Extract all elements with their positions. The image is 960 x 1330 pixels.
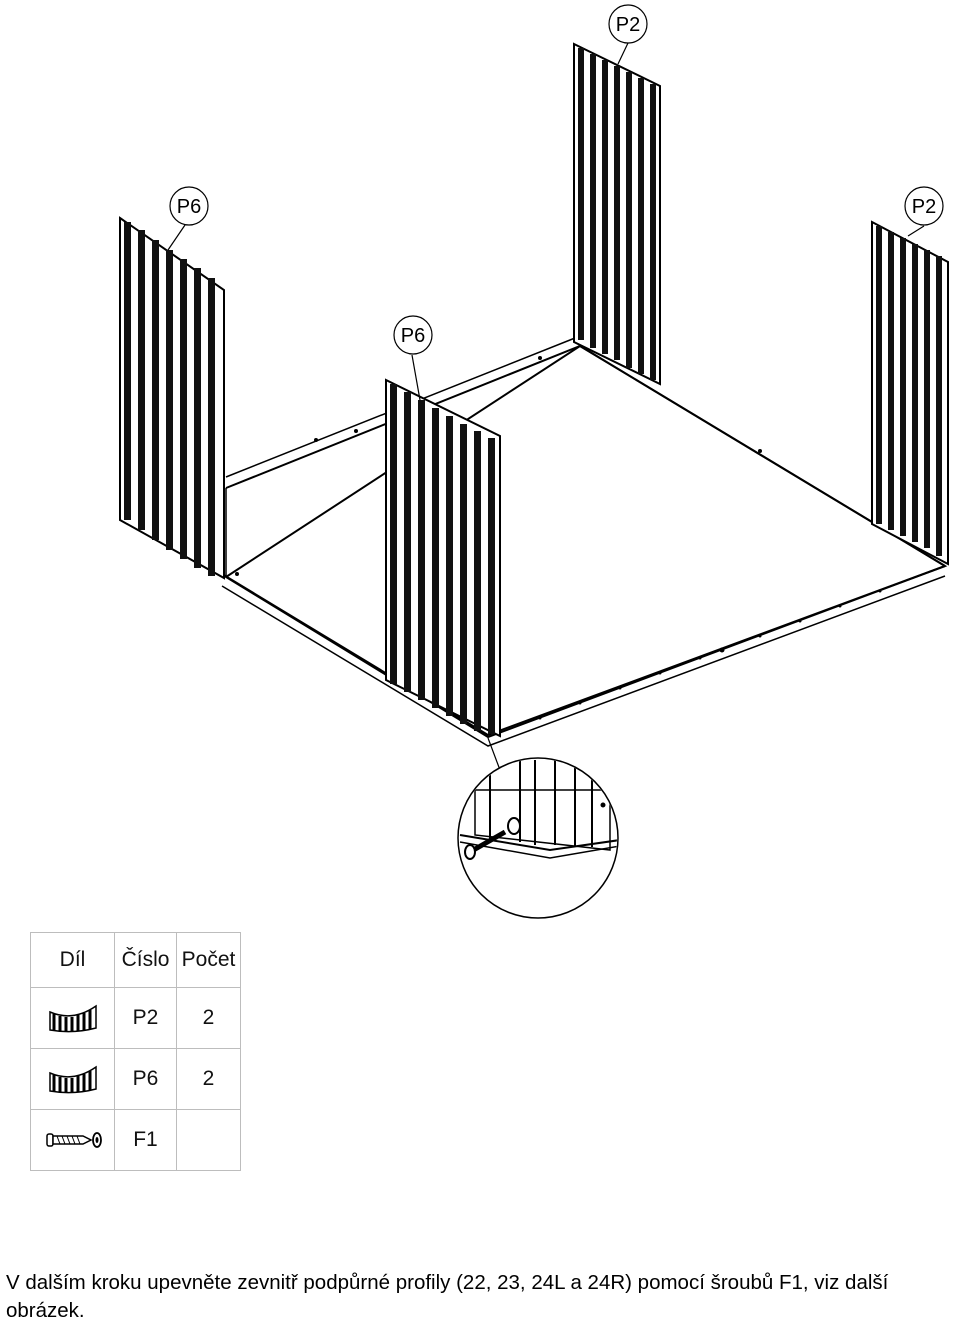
wall-panel-icon bbox=[48, 1004, 97, 1033]
part-number: F1 bbox=[114, 1109, 177, 1171]
wall-panel-icon bbox=[48, 1065, 97, 1094]
svg-text:P2: P2 bbox=[616, 14, 640, 36]
instruction-caption: V dalším kroku upevněte zevnitř podpůrné… bbox=[6, 1271, 889, 1322]
callout-p6-left: P6 bbox=[169, 186, 209, 226]
wall-panel-p6-left bbox=[119, 216, 225, 580]
header-part: Díl bbox=[30, 932, 115, 988]
part-count: 2 bbox=[176, 987, 241, 1049]
detail-magnifier bbox=[457, 757, 619, 919]
header-number: Číslo bbox=[114, 932, 177, 988]
wall-panel-p6-front bbox=[385, 378, 501, 738]
part-number: P6 bbox=[114, 1048, 177, 1110]
screw-icon bbox=[45, 1132, 102, 1148]
callout-p6-front: P6 bbox=[393, 315, 433, 355]
table-row: F1 bbox=[30, 1109, 241, 1171]
svg-text:P6: P6 bbox=[177, 196, 201, 218]
callout-leaders bbox=[167, 42, 925, 771]
svg-text:P2: P2 bbox=[912, 196, 936, 218]
part-number: P2 bbox=[114, 987, 177, 1049]
wall-panel-p2-right bbox=[871, 220, 949, 566]
header-count: Počet bbox=[176, 932, 241, 988]
table-header-row: Díl Číslo Počet bbox=[30, 932, 241, 988]
assembly-diagram: P2 P6 P6 P2 bbox=[119, 4, 949, 919]
table-row: P6 2 bbox=[30, 1048, 241, 1110]
callout-p2-top: P2 bbox=[608, 4, 648, 44]
part-count bbox=[176, 1109, 241, 1171]
part-icon-cell bbox=[30, 1048, 115, 1110]
floor-frame bbox=[221, 337, 948, 747]
svg-text:P6: P6 bbox=[401, 325, 425, 347]
wall-panel-p2-back bbox=[573, 42, 661, 386]
callout-p2-right: P2 bbox=[904, 186, 944, 226]
frame-holes bbox=[235, 356, 882, 720]
screw-detail bbox=[464, 829, 507, 860]
part-count: 2 bbox=[176, 1048, 241, 1110]
part-icon-cell bbox=[30, 987, 115, 1049]
part-icon-cell bbox=[30, 1109, 115, 1171]
parts-table: Díl Číslo Počet P2 2 bbox=[30, 932, 241, 1171]
table-row: P2 2 bbox=[30, 987, 241, 1049]
